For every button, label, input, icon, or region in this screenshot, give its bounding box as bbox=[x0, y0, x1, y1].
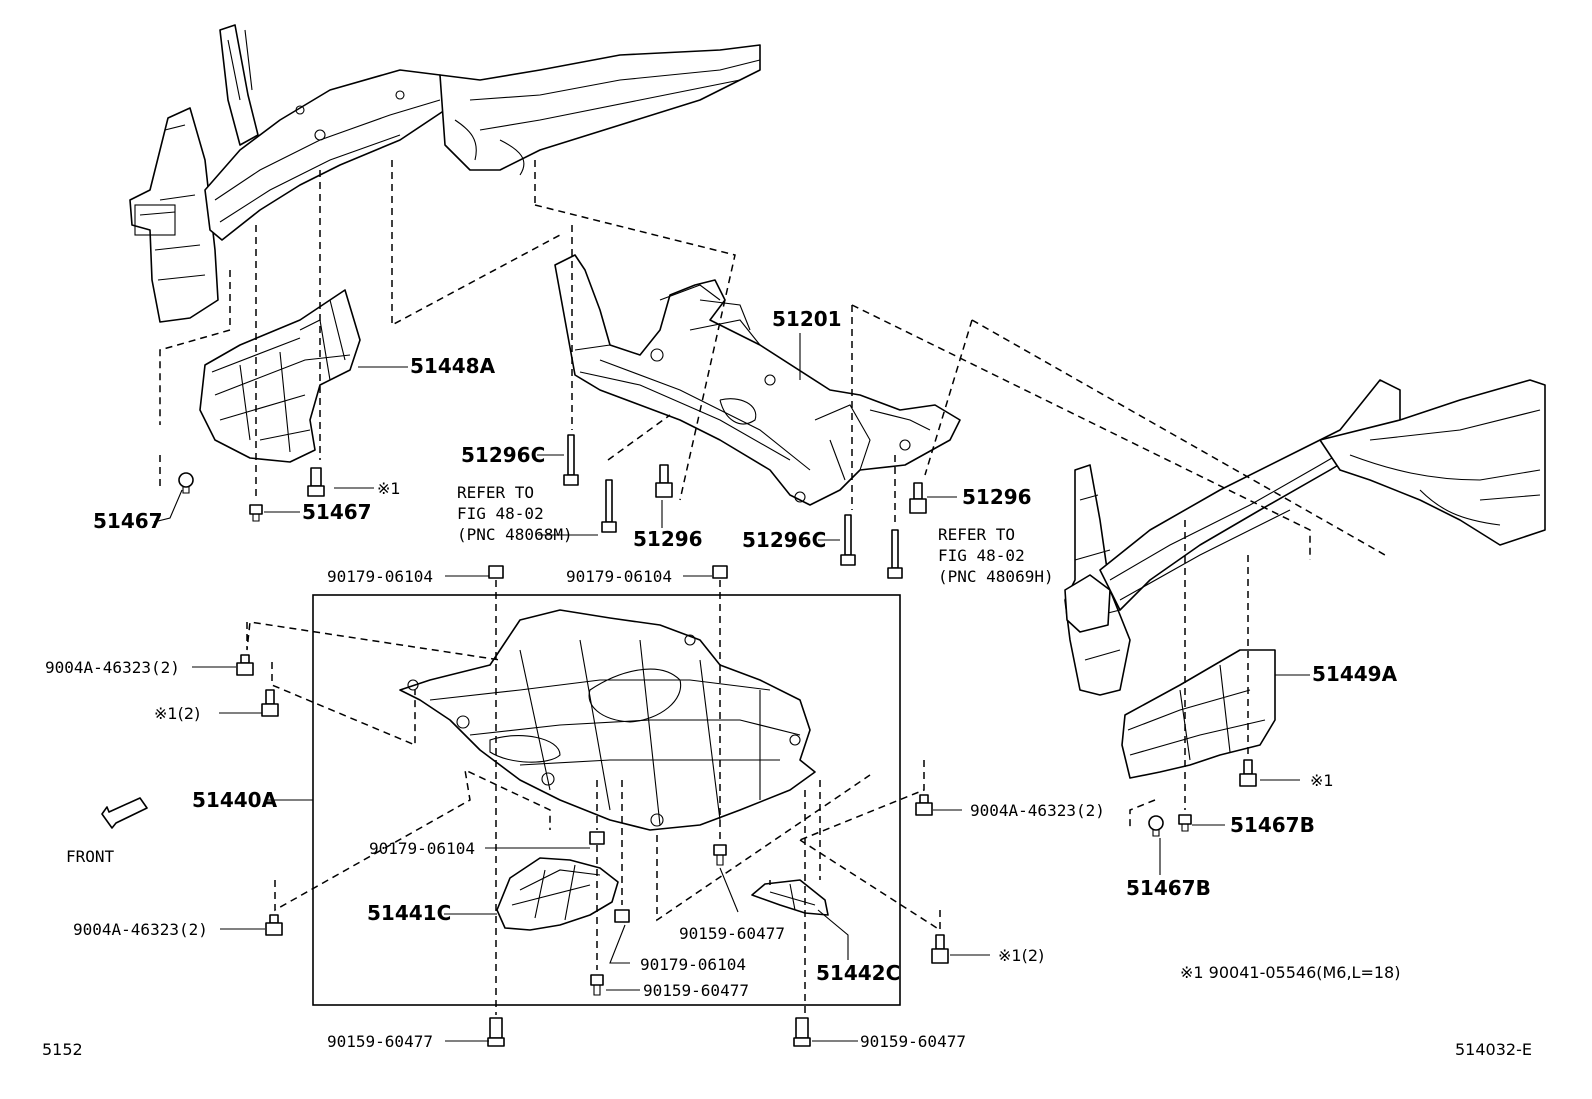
label-51449A: 51449A bbox=[1312, 662, 1398, 686]
cover-51442C bbox=[751, 879, 829, 916]
label-51467-b: 51467 bbox=[302, 500, 372, 524]
label-screw-b: 90159-60477 bbox=[643, 981, 749, 1000]
label-51467B-a: 51467B bbox=[1230, 813, 1315, 837]
label-mark1-b: ※1 bbox=[1310, 771, 1334, 790]
splash-shield-51449A bbox=[1121, 649, 1276, 779]
right-frame-rail bbox=[1064, 379, 1546, 696]
label-clip-top-mid: 90179-06104 bbox=[566, 567, 672, 586]
callout-labels: 51448A 51467 51467 ※1 51296C REFER TO FI… bbox=[42, 307, 1532, 1059]
label-screw-d: 90159-60477 bbox=[860, 1032, 966, 1051]
refer2-line2: FIG 48-02 bbox=[938, 546, 1025, 565]
front-arrow-icon bbox=[101, 797, 148, 829]
label-clip-low: 90179-06104 bbox=[640, 955, 746, 974]
label-51201: 51201 bbox=[772, 307, 842, 331]
label-9004A-b: 9004A-46323(2) bbox=[73, 920, 208, 939]
label-screw-a: 90159-60477 bbox=[679, 924, 785, 943]
under-cover-51440A bbox=[399, 609, 816, 831]
page-number-left: 5152 bbox=[42, 1040, 83, 1059]
leader-lines bbox=[153, 333, 1310, 1042]
splash-shield-51448A bbox=[199, 289, 361, 463]
left-frame-rail bbox=[129, 24, 761, 323]
label-51467-a: 51467 bbox=[93, 509, 163, 533]
label-clip-mid: 90179-06104 bbox=[369, 839, 475, 858]
label-51448A: 51448A bbox=[410, 354, 496, 378]
label-51467B-b: 51467B bbox=[1126, 876, 1211, 900]
label-9004A-a: 9004A-46323(2) bbox=[45, 658, 180, 677]
footnote: ※1 90041-05546(M6,L=18) bbox=[1180, 963, 1400, 982]
refer2-line3: (PNC 48069H) bbox=[938, 567, 1054, 586]
label-51441C: 51441C bbox=[367, 901, 451, 925]
page-number-right: 514032-E bbox=[1455, 1040, 1532, 1059]
fasteners bbox=[178, 434, 1257, 1047]
label-front: FRONT bbox=[66, 847, 115, 866]
refer1-line2: FIG 48-02 bbox=[457, 504, 544, 523]
label-51296-a: 51296 bbox=[633, 527, 703, 551]
label-51440A: 51440A bbox=[192, 788, 278, 812]
crossmember-51201 bbox=[554, 254, 961, 506]
label-mark1-2-b: ※1(2) bbox=[998, 946, 1044, 965]
refer1-line3: (PNC 48068M) bbox=[457, 525, 573, 544]
label-51296C-a: 51296C bbox=[461, 443, 545, 467]
label-clip-top-left: 90179-06104 bbox=[327, 567, 433, 586]
refer2-line1: REFER TO bbox=[938, 525, 1015, 544]
refer1-line1: REFER TO bbox=[457, 483, 534, 502]
label-mark1-a: ※1 bbox=[377, 479, 401, 498]
cover-51441C bbox=[496, 857, 619, 931]
label-mark1-2-a: ※1(2) bbox=[154, 704, 200, 723]
label-screw-c: 90159-60477 bbox=[327, 1032, 433, 1051]
label-51296C-b: 51296C bbox=[742, 528, 826, 552]
label-9004A-c: 9004A-46323(2) bbox=[970, 801, 1105, 820]
assembly-lines bbox=[159, 160, 1386, 1015]
label-51296-b: 51296 bbox=[962, 485, 1032, 509]
label-51442C: 51442C bbox=[816, 961, 900, 985]
